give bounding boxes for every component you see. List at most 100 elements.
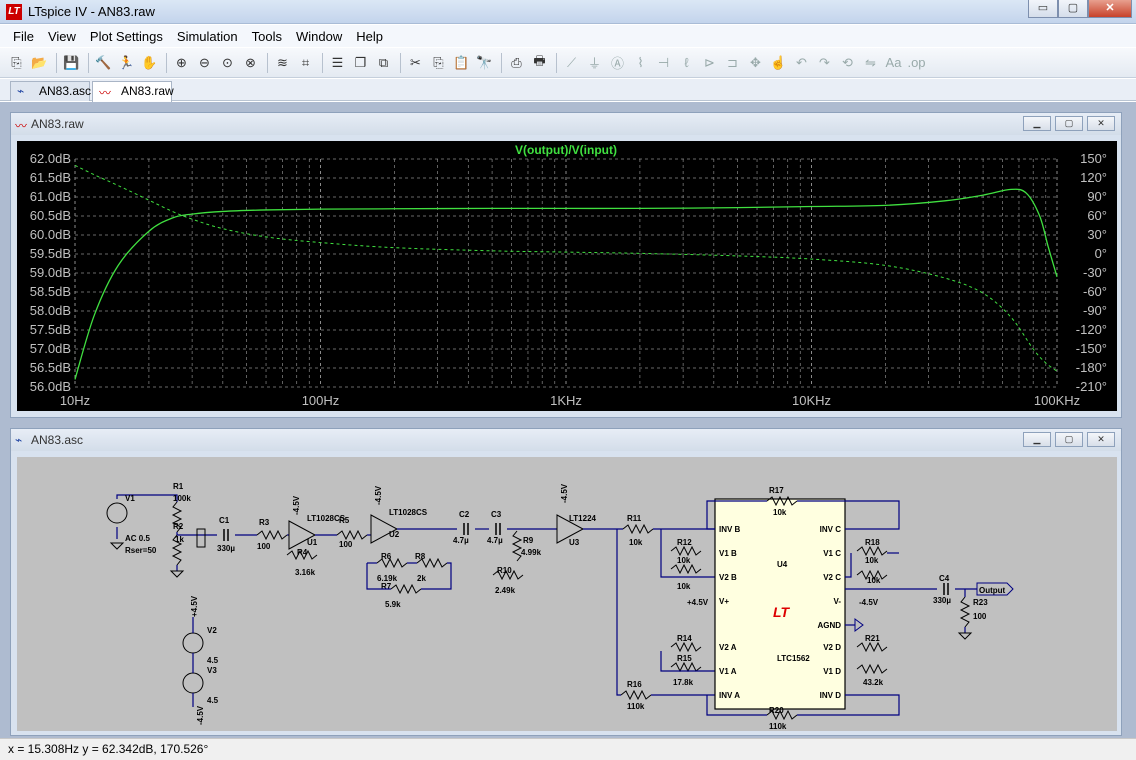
schematic-close-button[interactable]: ✕ — [1087, 432, 1115, 447]
y2-tick-label: -180° — [1076, 360, 1107, 375]
zoom-out-icon[interactable]: ⊖ — [199, 54, 210, 70]
window-title: LTspice IV - AN83.raw — [28, 4, 155, 19]
plot-window-title: AN83.raw — [31, 117, 84, 131]
plot-add-icon[interactable]: ⌗ — [301, 54, 310, 70]
v3-label: V3 — [207, 666, 217, 675]
u4-pin-right: INV D — [820, 691, 842, 700]
u4-pin-right: V- — [833, 597, 841, 606]
tab-an83-raw[interactable]: 〰 AN83.raw — [92, 81, 174, 102]
capacitor-icon[interactable]: ⊣ — [657, 54, 670, 70]
open-file-icon[interactable]: 📂 — [31, 54, 48, 70]
plot-close-button[interactable]: ✕ — [1087, 116, 1115, 131]
u4-pin-left: V+ — [719, 597, 729, 606]
tab-an83-asc[interactable]: ⌁ AN83.asc — [10, 81, 91, 101]
redo-icon[interactable]: ↷ — [819, 54, 830, 70]
zoom-fit-icon[interactable]: ⊙ — [222, 54, 233, 70]
close-button[interactable]: ✕ — [1088, 0, 1132, 18]
u4-pin-right: AGND — [817, 621, 841, 630]
r8-resistor — [416, 557, 448, 569]
toolbar-separator — [88, 52, 89, 73]
u1-type: LT1028CS — [307, 514, 346, 523]
toolbar-separator — [501, 52, 502, 73]
plot-minimize-button[interactable]: ▁ — [1023, 116, 1051, 131]
paste-icon[interactable]: 📋 — [453, 54, 470, 70]
y-tick-label: 62.0dB — [30, 151, 71, 166]
u2-type: LT1028CS — [389, 508, 428, 517]
spice-directive-icon[interactable]: .op — [907, 55, 926, 70]
ground-icon[interactable]: ⏚ — [587, 56, 601, 71]
schematic-maximize-button[interactable]: ▢ — [1055, 432, 1083, 447]
tile-horizontal-icon[interactable]: ☰ — [331, 54, 344, 70]
u4-pin-right: V1 C — [823, 549, 841, 558]
u1-supply-label: -4.5V — [292, 495, 301, 515]
toolbar-separator — [400, 52, 401, 73]
copy-icon[interactable]: ⎘ — [433, 54, 444, 70]
y-tick-label: 60.0dB — [30, 227, 71, 242]
maximize-button[interactable]: ▢ — [1058, 0, 1088, 18]
open-schematic-icon[interactable]: ⎘ — [11, 54, 22, 70]
menu-file[interactable]: File — [13, 28, 34, 44]
menu-simulation[interactable]: Simulation — [176, 28, 238, 44]
r3-label: R3 — [259, 518, 270, 527]
rotate-icon[interactable]: ⟲ — [842, 54, 853, 70]
autoscale-icon[interactable]: ≋ — [277, 54, 288, 70]
u1-opamp — [288, 520, 317, 550]
component-icon[interactable]: ⊐ — [727, 54, 738, 70]
cursor-readout: x = 15.308Hz y = 62.342dB, 170.526° — [8, 742, 209, 756]
y-tick-label: 56.0dB — [30, 379, 71, 394]
zoom-cancel-icon[interactable]: ⊗ — [245, 54, 256, 70]
toolbar-separator — [322, 52, 323, 73]
schematic-minimize-button[interactable]: ▁ — [1023, 432, 1051, 447]
print-icon[interactable]: 🖶 — [533, 52, 546, 68]
wire-icon[interactable]: ⟋ — [566, 54, 577, 70]
v3-value: 4.5 — [207, 696, 219, 705]
resistor-icon[interactable]: ⌇ — [637, 54, 644, 70]
move-icon[interactable]: ✥ — [750, 54, 761, 70]
menu-plot-settings[interactable]: Plot Settings — [89, 28, 163, 44]
print-preview-icon[interactable]: ⎙ — [511, 54, 522, 70]
u4-pin-right: V1 D — [823, 667, 841, 676]
menu-view[interactable]: View — [47, 28, 76, 44]
u4-chip — [714, 498, 846, 710]
mirror-icon[interactable]: ⇋ — [865, 54, 876, 70]
r4-value: 3.16k — [295, 568, 316, 577]
save-icon[interactable]: 💾 — [63, 54, 80, 70]
plot-maximize-button[interactable]: ▢ — [1055, 116, 1083, 131]
plot-window-titlebar[interactable]: 〰 AN83.raw ▁ ▢ ✕ — [11, 113, 1121, 135]
output-label: Output — [979, 586, 1006, 595]
tile-vertical-icon[interactable]: ⧉ — [378, 54, 389, 70]
u4-type: LTC1562 — [777, 654, 810, 663]
pan-icon[interactable]: ✋ — [141, 54, 158, 70]
waveform-chart[interactable]: 62.0dB61.5dB61.0dB60.5dB60.0dB59.5dB59.0… — [17, 141, 1117, 411]
y-tick-label: 56.5dB — [30, 360, 71, 375]
c2-value: 4.7µ — [453, 536, 469, 545]
find-icon[interactable]: 🔭 — [476, 54, 493, 70]
menu-tools[interactable]: Tools — [251, 28, 282, 44]
menu-help[interactable]: Help — [356, 28, 383, 44]
minimize-button[interactable]: ▭ — [1028, 0, 1058, 18]
u4-pin-right: V2 C — [823, 573, 841, 582]
r17-value: 10k — [773, 508, 787, 517]
u4-label: U4 — [777, 560, 788, 569]
r3-value: 100 — [257, 542, 271, 551]
r21-resistor — [856, 641, 888, 653]
drag-icon[interactable]: ☝ — [770, 54, 787, 70]
menu-window[interactable]: Window — [295, 28, 343, 44]
undo-icon[interactable]: ↶ — [796, 54, 807, 70]
text-icon[interactable]: Aa — [885, 55, 902, 70]
schematic-window-titlebar[interactable]: ⌁ AN83.asc ▁ ▢ ✕ — [11, 429, 1121, 451]
cut-icon[interactable]: ✂ — [410, 54, 421, 70]
label-icon[interactable]: Ⓐ — [610, 56, 624, 71]
inductor-icon[interactable]: ℓ — [684, 55, 689, 70]
r14-resistor — [670, 641, 702, 653]
cascade-icon[interactable]: ❐ — [354, 54, 367, 70]
control-panel-icon[interactable]: 🔨 — [95, 54, 112, 70]
run-icon[interactable]: 🏃 — [118, 54, 135, 70]
zoom-in-icon[interactable]: ⊕ — [176, 54, 187, 70]
x-tick-label: 10Hz — [60, 393, 90, 408]
diode-icon[interactable]: ⊳ — [704, 54, 715, 70]
